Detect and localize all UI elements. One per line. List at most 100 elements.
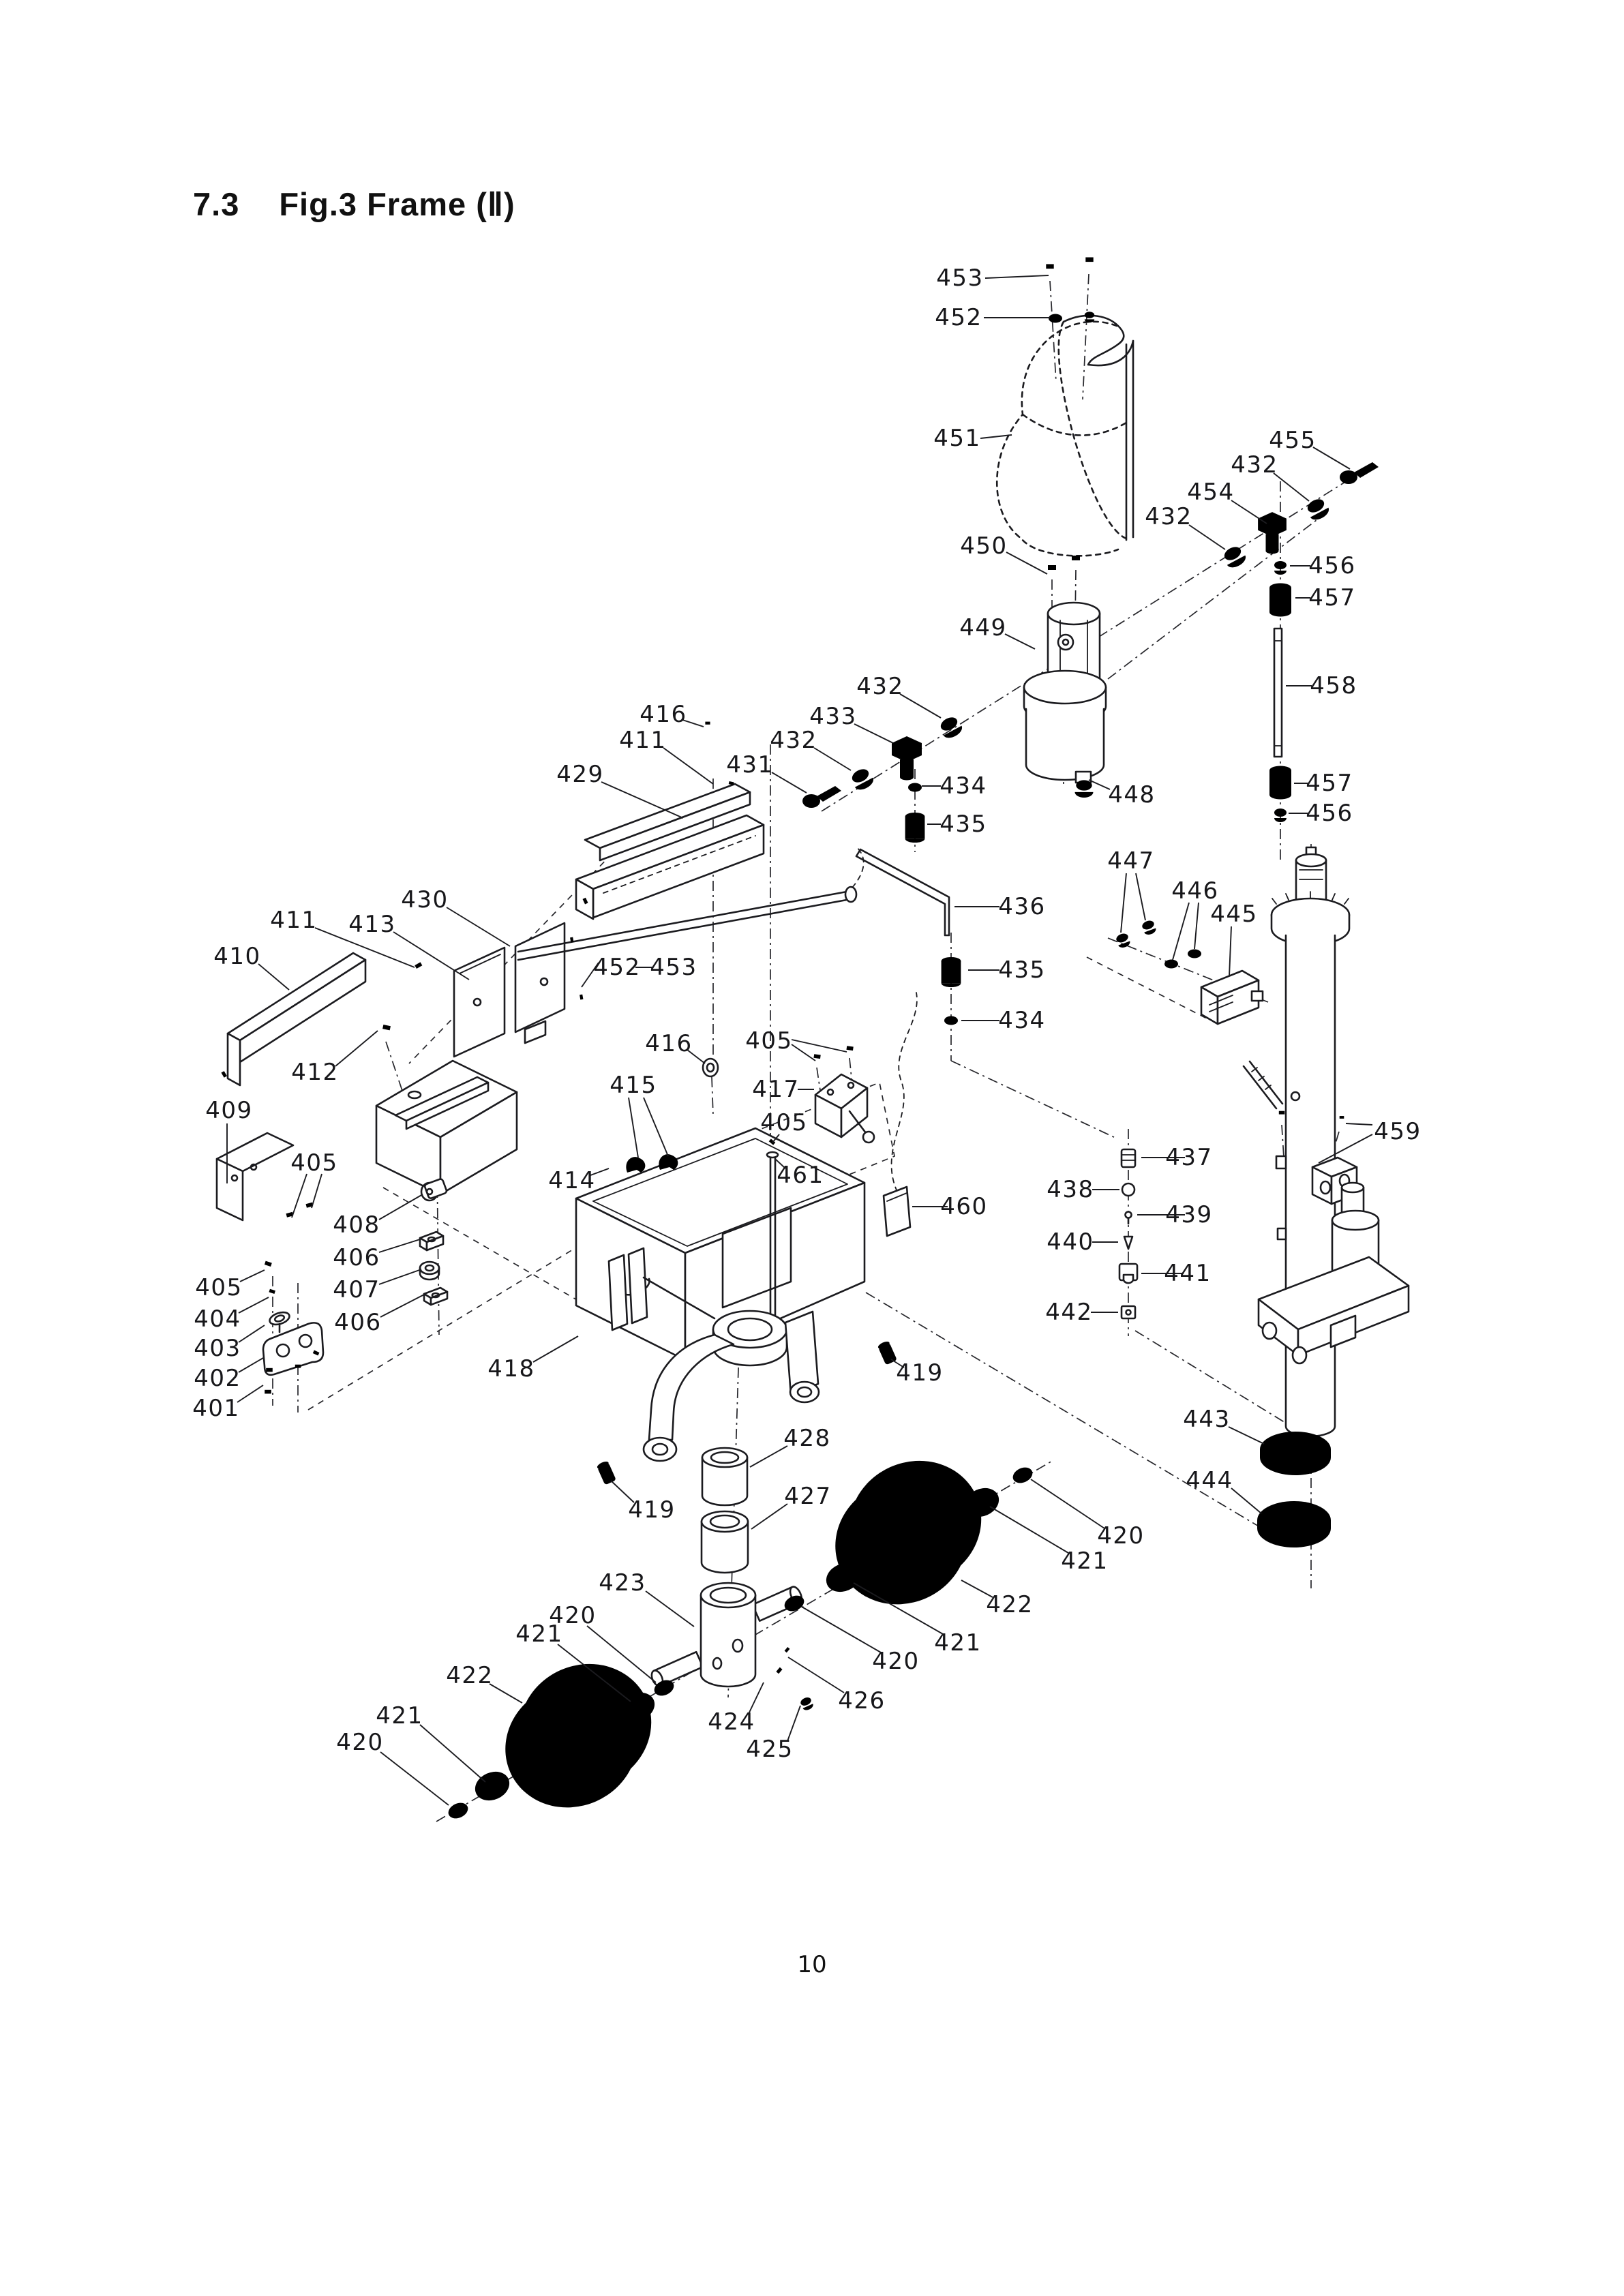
leader-line-412 xyxy=(335,1030,378,1067)
leader-line-407 xyxy=(378,1269,422,1285)
part-label-461: 461 xyxy=(777,1162,824,1189)
leader-line-429 xyxy=(601,781,684,819)
cone-440 xyxy=(1123,1235,1134,1250)
part-label-421: 421 xyxy=(934,1629,981,1657)
hub-423 xyxy=(650,1582,803,1688)
part-label-456: 456 xyxy=(1306,800,1353,827)
bracket-409 xyxy=(215,1132,295,1222)
part-label-446: 446 xyxy=(1171,877,1218,905)
part-label-442: 442 xyxy=(1045,1299,1092,1326)
part-label-420: 420 xyxy=(549,1602,596,1629)
nut-432d xyxy=(937,714,965,741)
part-label-403: 403 xyxy=(194,1335,241,1362)
leader-line-422 xyxy=(961,1580,993,1598)
leader-line-461 xyxy=(775,1158,786,1169)
nut-442 xyxy=(1120,1305,1137,1320)
nut-432c xyxy=(848,766,876,793)
screw-459b xyxy=(1339,1116,1344,1128)
leader-line-425 xyxy=(787,1705,801,1742)
rod-461 xyxy=(766,1151,779,1331)
part-label-434: 434 xyxy=(939,772,987,800)
leader-line-415 xyxy=(628,1097,639,1158)
part-label-454: 454 xyxy=(1187,479,1234,506)
screw-424 xyxy=(767,1659,783,1674)
part-label-457: 457 xyxy=(1308,584,1355,611)
part-label-452: 452 xyxy=(935,304,982,331)
nut-432b xyxy=(1220,543,1248,571)
ring-443 xyxy=(1260,1432,1331,1475)
bushing-427 xyxy=(700,1510,749,1574)
leader-line-420 xyxy=(801,1606,882,1653)
leader-line-418 xyxy=(532,1335,579,1363)
leader-line-421 xyxy=(557,1644,631,1702)
bushing-428 xyxy=(701,1447,749,1507)
leader-line-433 xyxy=(854,723,894,744)
leader-line-423 xyxy=(645,1590,695,1627)
part-label-440: 440 xyxy=(1047,1228,1094,1256)
part-label-421: 421 xyxy=(515,1620,562,1648)
part-label-431: 431 xyxy=(726,751,773,779)
part-label-448: 448 xyxy=(1108,781,1155,809)
part-label-437: 437 xyxy=(1165,1144,1212,1171)
part-label-408: 408 xyxy=(333,1211,380,1239)
part-label-432: 432 xyxy=(856,673,903,700)
leader-line-401 xyxy=(237,1385,264,1403)
battery xyxy=(375,1059,518,1196)
part-label-457: 457 xyxy=(1306,770,1353,797)
part-label-455: 455 xyxy=(1269,427,1316,454)
wheel-422-right xyxy=(810,1440,1006,1626)
knob-403 xyxy=(269,1311,290,1333)
bearing-421d xyxy=(468,1764,515,1807)
screw-459a xyxy=(1278,1111,1285,1126)
angle-bar-410 xyxy=(226,952,367,1087)
part-label-439: 439 xyxy=(1165,1201,1212,1228)
part-label-453: 453 xyxy=(936,265,983,292)
switch-417 xyxy=(814,1073,875,1144)
pad-406b xyxy=(423,1286,449,1306)
leader-line-452 xyxy=(581,962,599,988)
part-label-429: 429 xyxy=(556,761,603,788)
part-label-420: 420 xyxy=(1097,1522,1144,1550)
part-label-411: 411 xyxy=(619,727,666,754)
parts-layer xyxy=(215,257,1410,1829)
part-label-456: 456 xyxy=(1308,552,1355,579)
screw-401a xyxy=(266,1368,273,1385)
leader-line-432 xyxy=(1273,472,1310,502)
clip-415a xyxy=(626,1157,646,1173)
leader-line-447 xyxy=(1120,873,1127,933)
leader-line-413 xyxy=(393,931,470,980)
leader-line-450 xyxy=(1006,552,1048,575)
part-label-453: 453 xyxy=(650,954,697,981)
plate-413 xyxy=(453,946,506,1058)
screw-411a xyxy=(415,962,429,980)
part-label-412: 412 xyxy=(291,1059,338,1086)
part-label-407: 407 xyxy=(333,1276,380,1303)
part-label-411: 411 xyxy=(270,907,317,934)
leader-line-405 xyxy=(791,1039,847,1053)
coupler-435b xyxy=(941,956,961,988)
pump-449 xyxy=(1023,601,1107,784)
part-label-414: 414 xyxy=(548,1167,595,1194)
nut-447b xyxy=(1141,919,1158,937)
part-label-422: 422 xyxy=(986,1591,1033,1618)
leader-line-449 xyxy=(1004,633,1036,650)
part-label-449: 449 xyxy=(959,614,1006,641)
wheel-422-left xyxy=(480,1643,676,1829)
part-label-445: 445 xyxy=(1210,901,1257,928)
part-label-427: 427 xyxy=(784,1483,831,1510)
washer-446b xyxy=(1188,949,1201,958)
part-label-405: 405 xyxy=(195,1274,242,1301)
leader-line-445 xyxy=(1229,926,1232,977)
part-label-430: 430 xyxy=(401,886,448,913)
coupler-435a xyxy=(905,812,925,843)
leader-line-444 xyxy=(1231,1487,1262,1514)
part-label-401: 401 xyxy=(192,1395,239,1422)
part-label-436: 436 xyxy=(998,893,1045,920)
part-label-426: 426 xyxy=(838,1687,885,1715)
leader-line-402 xyxy=(238,1357,264,1373)
coupler-457a xyxy=(1269,583,1291,617)
screw-405b xyxy=(305,1202,317,1221)
part-label-405: 405 xyxy=(760,1109,807,1136)
part-label-425: 425 xyxy=(746,1736,793,1763)
leader-line-446 xyxy=(1194,902,1199,950)
